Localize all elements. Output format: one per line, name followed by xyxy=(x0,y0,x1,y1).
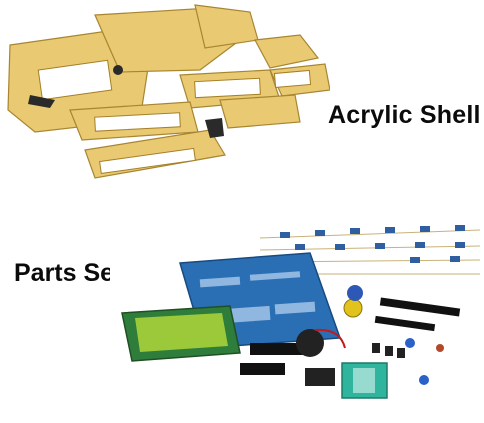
acrylic-shell-label: Acrylic Shell xyxy=(328,101,481,129)
acrylic-shell-photo xyxy=(0,0,330,200)
parts-set-label: Parts Set xyxy=(14,259,123,287)
acrylic-panel xyxy=(219,94,301,129)
parts-set-photo xyxy=(110,218,484,423)
acrylic-panel xyxy=(194,4,259,49)
acrylic-panel xyxy=(254,34,320,69)
